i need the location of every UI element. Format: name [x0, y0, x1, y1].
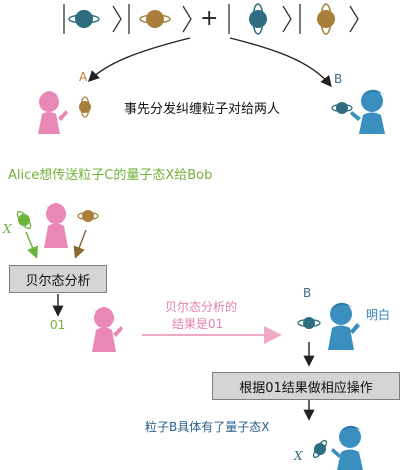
- result-bits: 01: [50, 318, 66, 332]
- plus-sign: +: [200, 6, 219, 31]
- arrow-icon: [25, 231, 39, 259]
- saturn-particle-icon: [312, 439, 328, 459]
- alice-person-icon: [92, 307, 123, 352]
- alice-person-icon: [44, 203, 68, 248]
- alice-task-text: Alice想传送粒子C的量子态X给Bob: [8, 168, 213, 183]
- operation-box: 根据01结果做相应操作: [212, 372, 400, 400]
- saturn-particle-icon: [331, 102, 353, 114]
- bell-result-line2: 结果是01: [172, 317, 224, 331]
- x-symbol-bottom: X: [294, 449, 303, 463]
- saturn-particle-icon: [79, 96, 91, 118]
- distribute-note: 事先分发纠缠粒子对给两人: [124, 102, 281, 117]
- party-b-label: B: [334, 72, 343, 86]
- operation-label: 根据01结果做相应操作: [239, 380, 373, 396]
- bob-person-icon: [331, 425, 363, 470]
- ket-equation: [63, 3, 359, 35]
- party-b-mid-label: B: [303, 286, 312, 300]
- alice-person-icon: [38, 91, 68, 134]
- arrow-icon: [88, 37, 191, 82]
- saturn-particle-icon: [77, 210, 99, 222]
- saturn-particle-icon: [16, 210, 32, 230]
- saturn-particle-icon: [68, 10, 100, 28]
- bell-analysis-label: 贝尔态分析: [25, 273, 91, 289]
- arrow-icon: [229, 37, 332, 88]
- saturn-particle-icon: [297, 317, 321, 329]
- bell-result-line1: 贝尔态分析的: [165, 300, 238, 314]
- final-state-text: 粒子B具体有了量子态X: [145, 420, 270, 434]
- saturn-particle-icon: [139, 10, 171, 28]
- arrow-icon: [73, 229, 87, 259]
- x-symbol: X: [3, 222, 12, 236]
- bob-person-icon: [350, 89, 385, 134]
- understood-text: 明白: [366, 308, 391, 322]
- saturn-particle-icon: [317, 3, 335, 35]
- bob-person-icon: [328, 302, 360, 350]
- bell-analysis-box: 贝尔态分析: [9, 265, 107, 293]
- party-a-label: A: [79, 70, 88, 84]
- saturn-particle-icon: [249, 3, 267, 35]
